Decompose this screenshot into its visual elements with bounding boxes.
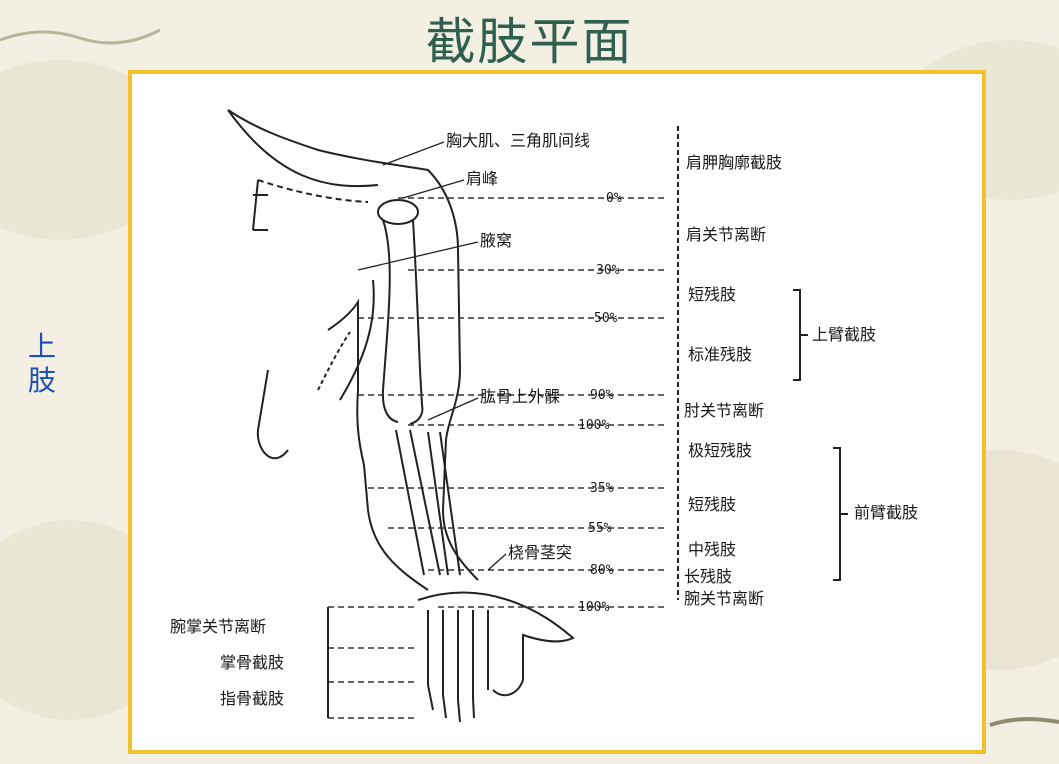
- bracket-lines: [327, 126, 848, 718]
- hand-level-carpal: 腕掌关节离断: [170, 617, 266, 636]
- side-label: 上 肢: [22, 330, 62, 398]
- label-axilla: 腋窝: [480, 231, 512, 250]
- marker-upper-0: 0%: [606, 191, 622, 206]
- side-label-char-1: 上: [27, 330, 56, 363]
- level-wrist-disartic: 腕关节离断: [684, 589, 764, 608]
- percent-markers: 0% 30% 50% 90% 100% 35% 55% 80% 100%: [578, 191, 622, 615]
- marker-upper-30: 30%: [596, 263, 620, 278]
- hand-level-metacarpal: 掌骨截肢: [220, 653, 284, 672]
- marker-fore-80: 80%: [590, 563, 614, 578]
- hand-level-phalangeal: 指骨截肢: [220, 689, 284, 708]
- level-mid-stump: 中残肢: [688, 540, 736, 559]
- level-fore-short-stump: 短残肢: [688, 495, 736, 514]
- marker-fore-35: 35%: [590, 481, 614, 496]
- marker-upper-100: 100%: [578, 418, 609, 433]
- level-lines: [328, 197, 668, 719]
- level-elbow-disartic: 肘关节离断: [684, 401, 764, 420]
- marker-upper-90: 90%: [590, 388, 614, 403]
- slide-title: 截肢平面: [425, 13, 634, 71]
- marker-fore-55: 55%: [588, 521, 612, 536]
- level-standard-stump: 标准残肢: [688, 345, 752, 364]
- level-forearm-group: 前臂截肢: [854, 503, 918, 522]
- level-long-stump: 长残肢: [684, 567, 732, 586]
- side-label-char-2: 肢: [27, 364, 56, 397]
- leader-lines: [357, 141, 507, 571]
- level-shoulder-disartic: 肩关节离断: [686, 225, 766, 244]
- level-upper-arm-group: 上臂截肢: [812, 325, 876, 344]
- label-acromion: 肩峰: [466, 169, 498, 188]
- label-lateral-epicondyle: 肱骨上外髁: [480, 387, 560, 406]
- level-forequarter: 肩胛胸廓截肢: [686, 153, 782, 172]
- marker-upper-50: 50%: [594, 311, 618, 326]
- label-radial-styloid: 桡骨茎突: [508, 543, 572, 562]
- anatomy-labels: 胸大肌、三角肌间线 肩峰 腋窝 肱骨上外髁 桡骨茎突: [446, 131, 590, 562]
- arm-outline-drawing: [227, 109, 575, 723]
- level-short-stump: 短残肢: [688, 285, 736, 304]
- label-pectoral-line: 胸大肌、三角肌间线: [446, 131, 590, 150]
- marker-fore-100: 100%: [578, 600, 609, 615]
- hand-level-labels: 腕掌关节离断 掌骨截肢 指骨截肢: [170, 617, 284, 708]
- level-labels: 肩胛胸廓截肢 肩关节离断 短残肢 标准残肢 上臂截肢 肘关节离断 极短残肢 短残…: [684, 153, 918, 608]
- amputation-level-diagram: 胸大肌、三角肌间线 肩峰 腋窝 肱骨上外髁 桡骨茎突 0% 30% 50% 90…: [170, 109, 918, 723]
- level-very-short-stump: 极短残肢: [688, 441, 752, 460]
